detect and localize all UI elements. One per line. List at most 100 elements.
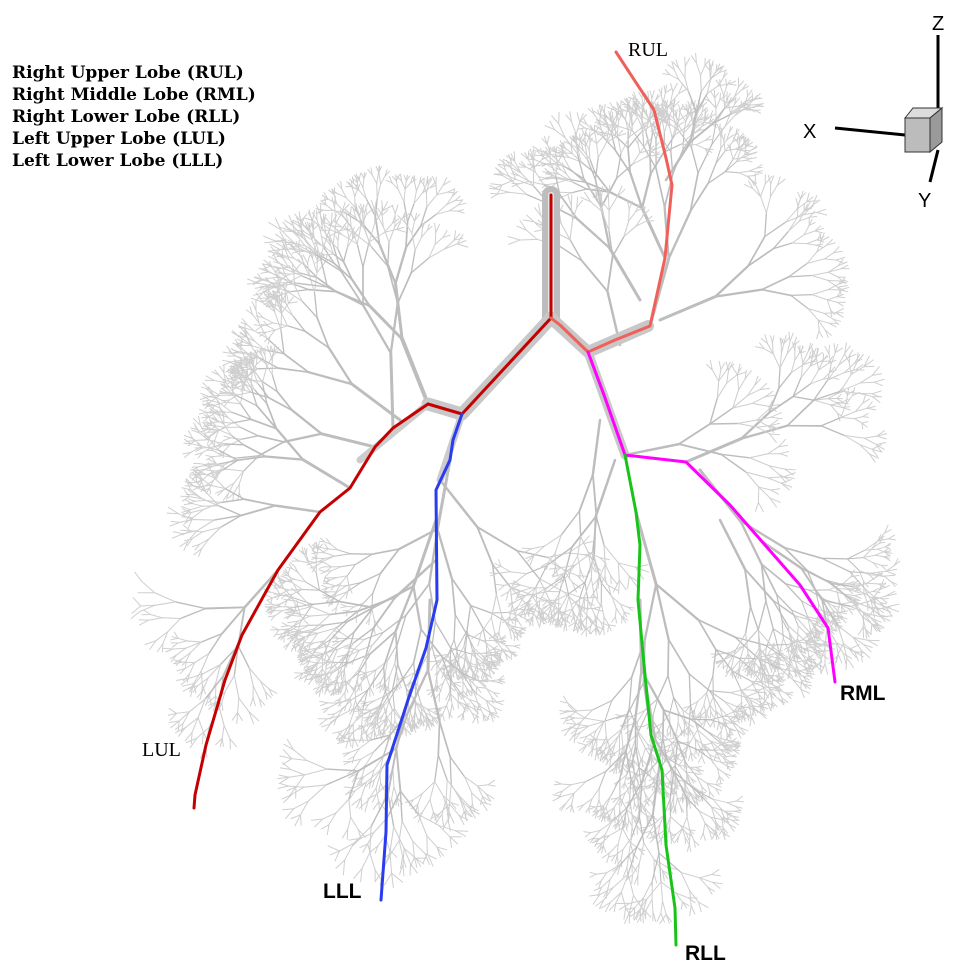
airway-branch: [428, 178, 429, 185]
airway-branch: [757, 172, 762, 173]
airway-branch: [343, 830, 348, 838]
airway-branch: [206, 455, 212, 456]
airway-branch: [552, 116, 559, 124]
airway-branch: [661, 88, 662, 95]
airway-branch: [497, 702, 503, 705]
airway-branch: [773, 354, 780, 368]
airway-branch: [716, 148, 721, 163]
airway-branch: [855, 591, 861, 593]
airway-branch: [568, 194, 572, 205]
airway-branch: [310, 615, 330, 617]
airway-branch: [827, 300, 830, 310]
airway-branch: [765, 645, 788, 646]
airway-branch: [753, 188, 761, 196]
airway-branch: [286, 809, 294, 819]
airway-branch: [308, 785, 326, 801]
airway-branch: [467, 606, 471, 631]
airway-branch: [872, 391, 881, 394]
airway-branch: [337, 738, 344, 739]
airway-branch: [422, 800, 430, 813]
airway-branch: [463, 681, 467, 689]
airway-branch: [790, 333, 793, 341]
airway-branch: [817, 213, 827, 216]
airway-branch: [497, 682, 503, 684]
airway-branch: [834, 344, 835, 353]
airway-branch: [491, 618, 494, 633]
airway-branch: [377, 173, 379, 184]
airway-branch: [759, 601, 766, 629]
airway-branch: [815, 231, 823, 233]
airway-branch: [289, 775, 305, 777]
airway-branch: [281, 313, 282, 329]
airway-branch: [224, 417, 225, 425]
airway-branch: [503, 651, 508, 655]
airway-branch: [562, 193, 572, 197]
airway-branch: [265, 607, 272, 608]
airway-branch: [202, 447, 211, 448]
airway-branch: [573, 182, 587, 189]
airway-branch: [379, 166, 380, 174]
airway-branch: [652, 91, 654, 98]
airway-branch: [350, 689, 355, 698]
airway-branch: [338, 742, 345, 744]
airway-branch: [203, 665, 221, 674]
airway-branch: [280, 249, 296, 250]
airway-branch: [323, 549, 329, 552]
airway-branch: [747, 146, 752, 147]
airway-branch: [739, 135, 740, 142]
airway-branch: [411, 857, 415, 867]
airway-branch: [450, 648, 451, 669]
airway-branch: [450, 757, 465, 777]
airway-branch: [796, 198, 798, 206]
airway-branch: [335, 196, 336, 207]
airway-branch: [571, 195, 572, 206]
airway-branch: [829, 323, 836, 327]
airway-branch: [325, 677, 326, 687]
airway-branch: [435, 622, 450, 648]
airway-branch: [673, 83, 677, 91]
airway-branch: [283, 307, 293, 316]
airway-branch: [362, 711, 363, 726]
airway-branch: [789, 276, 812, 277]
airway-branch: [481, 618, 491, 633]
airway-branch: [254, 325, 262, 326]
airway-branch: [234, 484, 240, 493]
airway-branch: [427, 836, 437, 847]
airway-branch: [801, 353, 803, 362]
airway-branch: [656, 169, 665, 208]
airway-branch: [820, 361, 829, 362]
airway-branch: [250, 697, 253, 706]
airway-branch: [181, 530, 190, 531]
airway-branch: [415, 237, 421, 250]
airway-branch: [528, 151, 529, 159]
airway-branch: [863, 417, 869, 418]
airway-branch: [390, 663, 395, 676]
airway-branch: [219, 506, 242, 516]
airway-branch: [253, 697, 255, 705]
airway-branch: [266, 457, 303, 460]
airway-branch: [166, 649, 174, 652]
airway-branch: [579, 124, 584, 128]
airway-branch: [398, 189, 404, 202]
airway-branch: [327, 825, 329, 835]
airway-branch: [616, 136, 628, 148]
airway-branch: [279, 783, 289, 786]
airway-branch: [155, 593, 176, 602]
airway-branch: [281, 576, 286, 578]
airway-branch: [438, 529, 452, 579]
airway-branch: [779, 368, 780, 388]
airway-branch: [187, 641, 201, 642]
airway-branch: [858, 627, 863, 635]
airway-branch: [321, 572, 326, 574]
airway-branch: [761, 184, 766, 197]
airway-branch: [349, 705, 351, 710]
airway-branch: [669, 211, 691, 258]
airway-branch: [266, 595, 272, 598]
airway-branch: [696, 140, 705, 145]
airway-branch: [290, 562, 294, 566]
airway-branch: [268, 326, 276, 330]
airway-branch: [454, 615, 455, 640]
airway-branch: [275, 611, 282, 616]
airway-branch: [324, 254, 333, 255]
airway-branch: [608, 123, 609, 132]
